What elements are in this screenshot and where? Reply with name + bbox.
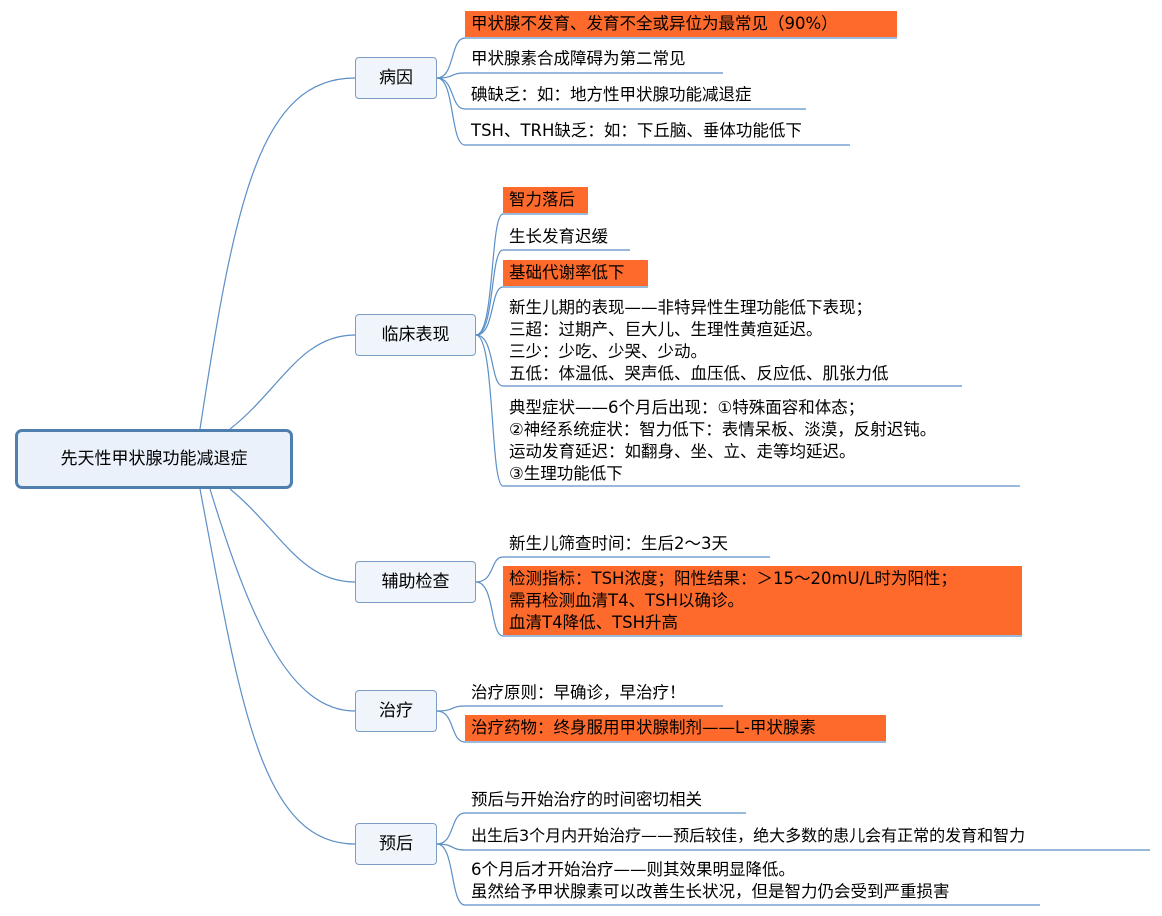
clinical-leaf-4[interactable]: 新生儿期的表现——非特异性生理功能低下表现； 三超：过期产、巨大儿、生理性黄疸延… xyxy=(503,297,895,385)
clinical-leaf-5-line-4: ③生理功能低下 xyxy=(509,464,623,483)
branch-prognosis[interactable]: 预后 xyxy=(355,823,437,865)
cause-leaf-1[interactable]: 甲状腺不发育、发育不全或异位为最常见（90%） xyxy=(465,11,897,37)
clinical-leaf-4-line-2: 三超：过期产、巨大儿、生理性黄疸延迟。 xyxy=(509,320,823,339)
exam-leaf-1[interactable]: 新生儿筛查时间：生后2～3天 xyxy=(509,534,728,553)
branch-clinical[interactable]: 临床表现 xyxy=(355,314,476,356)
treatment-leaf-2[interactable]: 治疗药物：终身服用甲状腺制剂——L-甲状腺素 xyxy=(465,715,886,741)
connector-prognosis-1 xyxy=(436,812,466,845)
connector-root-treatment xyxy=(209,488,356,712)
clinical-leaf-3[interactable]: 基础代谢率低下 xyxy=(503,260,648,286)
clinical-leaf-4-line-3: 三少：少吃、少哭、少动。 xyxy=(509,342,707,361)
clinical-leaf-4-line-1: 新生儿期的表现——非特异性生理功能低下表现； xyxy=(509,298,872,317)
connector-prognosis-3 xyxy=(436,843,466,906)
prognosis-leaf-1[interactable]: 预后与开始治疗的时间密切相关 xyxy=(471,790,702,809)
prognosis-leaf-3[interactable]: 6个月后才开始治疗——则其效果明显降低。 虽然给予甲状腺素可以改善生长状况，但是… xyxy=(465,859,956,903)
connector-root-exam xyxy=(229,488,356,583)
connector-exam-2 xyxy=(475,581,504,637)
exam-leaf-2-line-1: 检测指标：TSH浓度；阳性结果：＞15～20mU/L时为阳性； xyxy=(509,569,957,588)
connector-clinical-5 xyxy=(475,334,504,487)
connector-root-clinical xyxy=(229,334,356,430)
clinical-leaf-2[interactable]: 生长发育迟缓 xyxy=(509,227,608,246)
root-topic[interactable]: 先天性甲状腺功能减退症 xyxy=(15,429,293,489)
connector-clinical-1 xyxy=(475,213,504,336)
branch-treatment[interactable]: 治疗 xyxy=(355,690,437,732)
exam-leaf-2-line-3: 血清T4降低、TSH升高 xyxy=(509,613,679,632)
clinical-leaf-4-line-4: 五低：体温低、哭声低、血压低、反应低、肌张力低 xyxy=(509,364,889,383)
prognosis-leaf-3-line-1: 6个月后才开始治疗——则其效果明显降低。 xyxy=(471,860,795,879)
treatment-leaf-1[interactable]: 治疗原则：早确诊，早治疗！ xyxy=(471,683,686,702)
connector-treatment-2 xyxy=(436,710,466,743)
cause-leaf-2[interactable]: 甲状腺素合成障碍为第二常见 xyxy=(471,49,686,68)
connector-prognosis-2 xyxy=(436,843,466,851)
connector-clinical-3 xyxy=(475,286,504,336)
branch-cause[interactable]: 病因 xyxy=(355,57,437,99)
connector-root-prognosis xyxy=(199,488,356,845)
connector-root-cause xyxy=(199,77,356,430)
cause-leaf-3[interactable]: 碘缺乏：如：地方性甲状腺功能减退症 xyxy=(471,85,752,104)
connector-cause-1 xyxy=(436,37,466,79)
cause-leaf-4[interactable]: TSH、TRH缺乏：如：下丘脑、垂体功能低下 xyxy=(471,121,802,140)
connector-treatment-1 xyxy=(436,705,466,712)
clinical-leaf-5-line-2: ②神经系统症状：智力低下：表情呆板、淡漠，反射迟钝。 xyxy=(509,420,937,439)
clinical-leaf-1[interactable]: 智力落后 xyxy=(503,187,588,213)
branch-exam[interactable]: 辅助检查 xyxy=(355,561,476,603)
connector-cause-2 xyxy=(436,72,466,79)
prognosis-leaf-2[interactable]: 出生后3个月内开始治疗——预后较佳，绝大多数的患儿会有正常的发育和智力 xyxy=(471,826,1026,845)
prognosis-leaf-3-line-2: 虽然给予甲状腺素可以改善生长状况，但是智力仍会受到严重损害 xyxy=(471,882,950,901)
clinical-leaf-5-line-1: 典型症状——6个月后出现：①特殊面容和体态； xyxy=(509,398,865,417)
connector-exam-1 xyxy=(475,556,504,583)
exam-leaf-2[interactable]: 检测指标：TSH浓度；阳性结果：＞15～20mU/L时为阳性； 需再检测血清T4… xyxy=(503,566,1022,635)
clinical-leaf-5[interactable]: 典型症状——6个月后出现：①特殊面容和体态； ②神经系统症状：智力低下：表情呆板… xyxy=(503,397,942,485)
connector-clinical-2 xyxy=(475,249,504,336)
connector-cause-4 xyxy=(436,77,466,146)
clinical-leaf-5-line-3: 运动发育延迟：如翻身、坐、立、走等均延迟。 xyxy=(509,442,856,461)
exam-leaf-2-line-2: 需再检测血清T4、TSH以确诊。 xyxy=(509,591,745,610)
connector-clinical-4 xyxy=(475,334,504,387)
